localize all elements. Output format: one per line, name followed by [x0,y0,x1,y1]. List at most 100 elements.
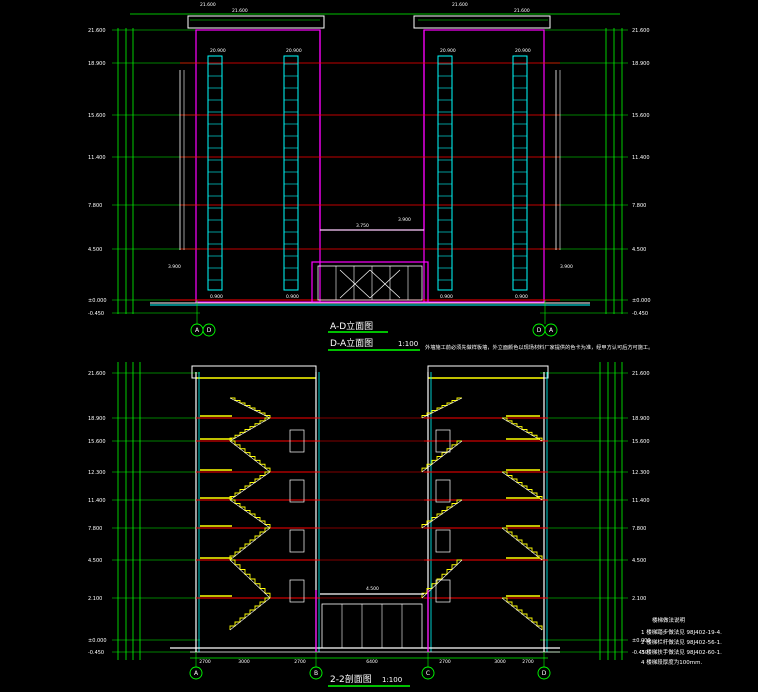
sect-left-door-2 [289,529,305,553]
elev-left-level-label-1: 18.900 [88,61,106,67]
elev-window-strip-0 [207,55,223,291]
elev-right-level-label-3: 11.400 [632,155,650,161]
elev-entrance-doors [339,269,401,299]
sect-axis-c-bubble [421,666,435,680]
elev-top-label-1: 21.600 [232,8,248,14]
elevation-title-1: A-D立面图 [330,320,373,332]
sect-left-stair-flight-2-rail [229,440,271,473]
sect-right-stair-flight-1-rail [501,417,543,442]
sect-right-level-label-2: 15.600 [632,439,650,445]
sect-left-door-3 [289,579,305,603]
elev-recess-level: 3.750 [356,223,369,229]
sect-right-stair-flight-0-rail [421,397,463,419]
sect-left-roof [191,365,317,379]
sect-right-level-label-0: 21.600 [632,371,650,377]
elev-right-level-label-6: ±0.000 [632,298,651,304]
elev-top-label-3: 21.600 [514,8,530,14]
sect-right-door-3 [435,579,451,603]
sect-left-level-label-8: ±0.000 [88,638,107,644]
sect-axis-b: B [314,670,318,677]
elev-right-level-label-0: 21.600 [632,28,650,34]
sect-bottom-dim-6: 2700 [522,659,534,665]
stair-notes-title: 楼梯做法说明 [652,616,686,624]
sect-axis-b-bubble [309,666,323,680]
sect-right-stair-flight-5-rail [501,527,543,561]
elev-axis-a: A [195,327,200,334]
elev-left-level-label-7: -0.450 [88,311,104,317]
sect-right-stair-flight-7-rail [501,597,543,631]
sect-left-stair-flight-3-rail [229,471,271,501]
elev-base-label-1: 0.900 [286,294,299,300]
sect-axis-a: A [194,670,199,677]
elev-left-level-label-5: 4.500 [88,247,102,253]
sect-center-void-walls [315,590,429,652]
sect-axis-d-bubble [537,666,551,680]
sect-right-door-1 [435,479,451,503]
sect-bottom-dim-5: 3000 [494,659,506,665]
sect-left-level-label-3: 12.300 [88,470,106,476]
elev-side-label-right: 3.900 [560,264,573,270]
sect-left-level-label-2: 15.600 [88,439,106,445]
stair-note-1: 1 楼梯踏步做法见 98J402-19-4. [641,628,722,636]
elev-recess-level-2: 3.900 [398,217,411,223]
elev-window-strip-3 [512,55,528,291]
section-drawing: 21.600 21.600 18.900 18.900 15.600 15.600 12.3… [88,362,651,680]
elev-center-recess [319,30,425,231]
elev-window-label-3: 20.900 [515,48,531,54]
elev-window-strip-2 [437,55,453,291]
sect-left-level-label-9: -0.450 [88,650,104,656]
sect-left-stair-flight-5-rail [229,527,271,561]
sect-left-door-0 [289,429,305,453]
sect-left-level-label-0: 21.600 [88,371,106,377]
sect-axis-c: C [426,670,430,677]
elev-window-label-1: 20.900 [286,48,302,54]
sect-bottom-dim-4: 2700 [439,659,451,665]
sect-left-level-label-1: 18.900 [88,416,106,422]
sect-left-stair-flight-7-rail [229,597,271,631]
elev-axis-a-right-bubble [544,323,558,337]
elev-right-level-label-5: 4.500 [632,247,646,253]
elev-window-label-0: 20.900 [210,48,226,54]
elev-right-level-label-4: 7.800 [632,203,646,209]
elev-axis-a-right: A [549,327,554,334]
sect-left-stair-flight-1-rail [229,417,271,442]
sect-left-stair-flight-4-rail [229,499,271,529]
sect-right-roof [427,365,549,379]
elev-window-strip-1 [283,55,299,291]
sect-right-level-label-6: 4.500 [632,558,646,564]
sect-right-level-label-4: 11.400 [632,498,650,504]
sect-right-level-label-9: -0.450 [632,650,648,656]
elev-axis-d-bubble [202,323,216,337]
sect-mid-level-label: 4.500 [366,586,379,592]
elev-base-label-0: 0.900 [210,294,223,300]
sect-axis-a-bubble [189,666,203,680]
stair-note-2: 2 楼梯栏杆做法见 98J402-56-1. [641,638,722,646]
elev-window-label-2: 20.900 [440,48,456,54]
elev-entrance-frame [311,261,429,303]
sect-right-level-label-7: 2.100 [632,596,646,602]
sect-right-stair-flight-6-rail [421,559,463,599]
elev-left-parapet [187,15,325,29]
elev-right-level-label-7: -0.450 [632,311,648,317]
sect-left-stair-flight-6-rail [229,559,271,599]
stair-note-3: 3 楼梯扶手做法见 98J402-60-1. [641,648,722,656]
sect-right-level-label-8: ±0.000 [632,638,651,644]
elev-left-level-label-0: 21.600 [88,28,106,34]
sect-right-door-2 [435,529,451,553]
elev-left-level-label-6: ±0.000 [88,298,107,304]
elev-right-parapet [413,15,551,29]
elevation-title-2: D-A立面图 [330,337,373,349]
sect-right-level-label-1: 18.900 [632,416,650,422]
section-scale: 1:100 [382,676,402,684]
elev-left-level-label-3: 11.400 [88,155,106,161]
sect-left-stair-flight-0-rail [229,397,271,419]
elevation-note: 外墙施工前必须先做样板墙，外立面颜色以现场材料厂家提供的色卡为准，经甲方认可后方… [425,343,653,351]
sect-right-stair-flight-2-rail [421,440,463,473]
sect-right-level-label-3: 12.300 [632,470,650,476]
elev-base-label-3: 0.900 [515,294,528,300]
elev-left-level-label-4: 7.800 [88,203,102,209]
elevation-scale: 1:100 [398,340,418,348]
elev-left-level-label-2: 15.600 [88,113,106,119]
